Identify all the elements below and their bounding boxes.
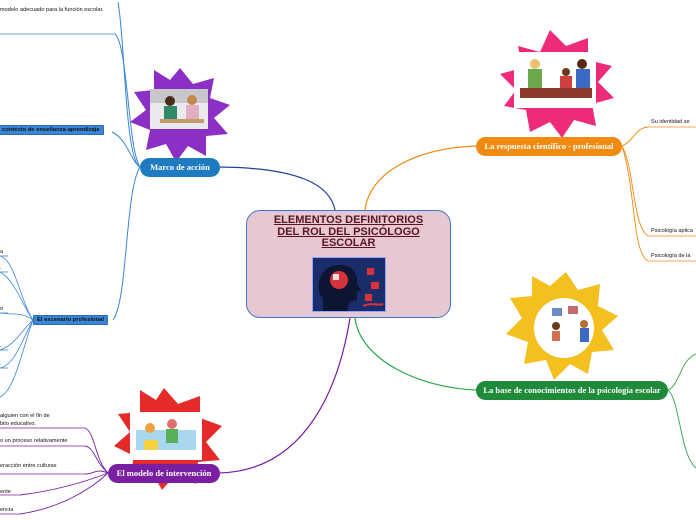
leaf-ente[interactable]: ente <box>0 489 11 495</box>
leaf-modelo-adecuado[interactable]: modelo adecuado para la función escolar. <box>0 7 104 13</box>
connector-marco-top <box>117 1 141 168</box>
leaf-encia[interactable]: encia <box>0 507 14 513</box>
central-title-line-1: ELEMENTOS DEFINITORIOS <box>273 214 424 226</box>
connector-respuesta <box>364 145 477 211</box>
branch-marco-de-accion[interactable]: Marco de acción <box>140 158 220 177</box>
branch-modelo-de-intervencion[interactable]: El modelo de intervención <box>108 464 220 483</box>
escenario-leaf-2: . <box>0 265 2 271</box>
connector-marco-contexto <box>111 131 141 168</box>
branch-respuesta-cientifico-profesional[interactable]: La respuesta científico - profesional <box>476 137 622 156</box>
leaf-alguien-line-1[interactable]: alguien con el fin de <box>0 413 50 419</box>
connector-modelo <box>219 317 351 474</box>
escenario-leaf-1: a <box>0 249 4 255</box>
base-illustration <box>506 272 618 380</box>
leaf-contexto-ensenanza[interactable]: contexto de enseñanza-aprendizaje <box>0 125 104 135</box>
central-topic[interactable]: ELEMENTOS DEFINITORIOS DEL ROL DEL PSICÓ… <box>246 210 451 318</box>
central-title: ELEMENTOS DEFINITORIOS DEL ROL DEL PSICÓ… <box>257 214 440 250</box>
central-title-line-3: ESCOLAR <box>321 237 376 250</box>
leaf-su-identidad[interactable]: Su identidad se <box>651 119 690 125</box>
respuesta-illustration <box>500 30 614 138</box>
escenario-leaf-3: o <box>0 306 4 312</box>
branch-base-de-conocimientos[interactable]: La base de conocimientos de la psicologí… <box>476 381 668 400</box>
escenario-leaf-4: . <box>0 343 2 349</box>
escenario-leaf-5: . <box>0 361 2 367</box>
leaf-proceso-relativamente[interactable]: o un proceso relativamente <box>0 438 68 444</box>
brain-puzzle-image <box>312 257 386 312</box>
connector-marco-escenario <box>112 166 141 321</box>
leaf-escenario-profesional[interactable]: El escenario profesional <box>33 315 109 325</box>
connector-marco-modelo <box>114 33 141 168</box>
leaf-interaccion-culturas[interactable]: eracción entre culturas <box>0 463 57 469</box>
leaf-psicologia-de-la[interactable]: Psicología de la <box>651 253 691 259</box>
central-title-line-2: DEL ROL DEL PSICÓLOGO <box>277 225 420 238</box>
leaf-psicologia-aplicada[interactable]: Psicología aplica <box>651 228 693 234</box>
connector-marco <box>219 166 336 211</box>
leaf-alguien-line-2: bito educativo. <box>0 421 37 427</box>
connector-base <box>354 317 477 391</box>
marco-illustration <box>130 68 230 162</box>
